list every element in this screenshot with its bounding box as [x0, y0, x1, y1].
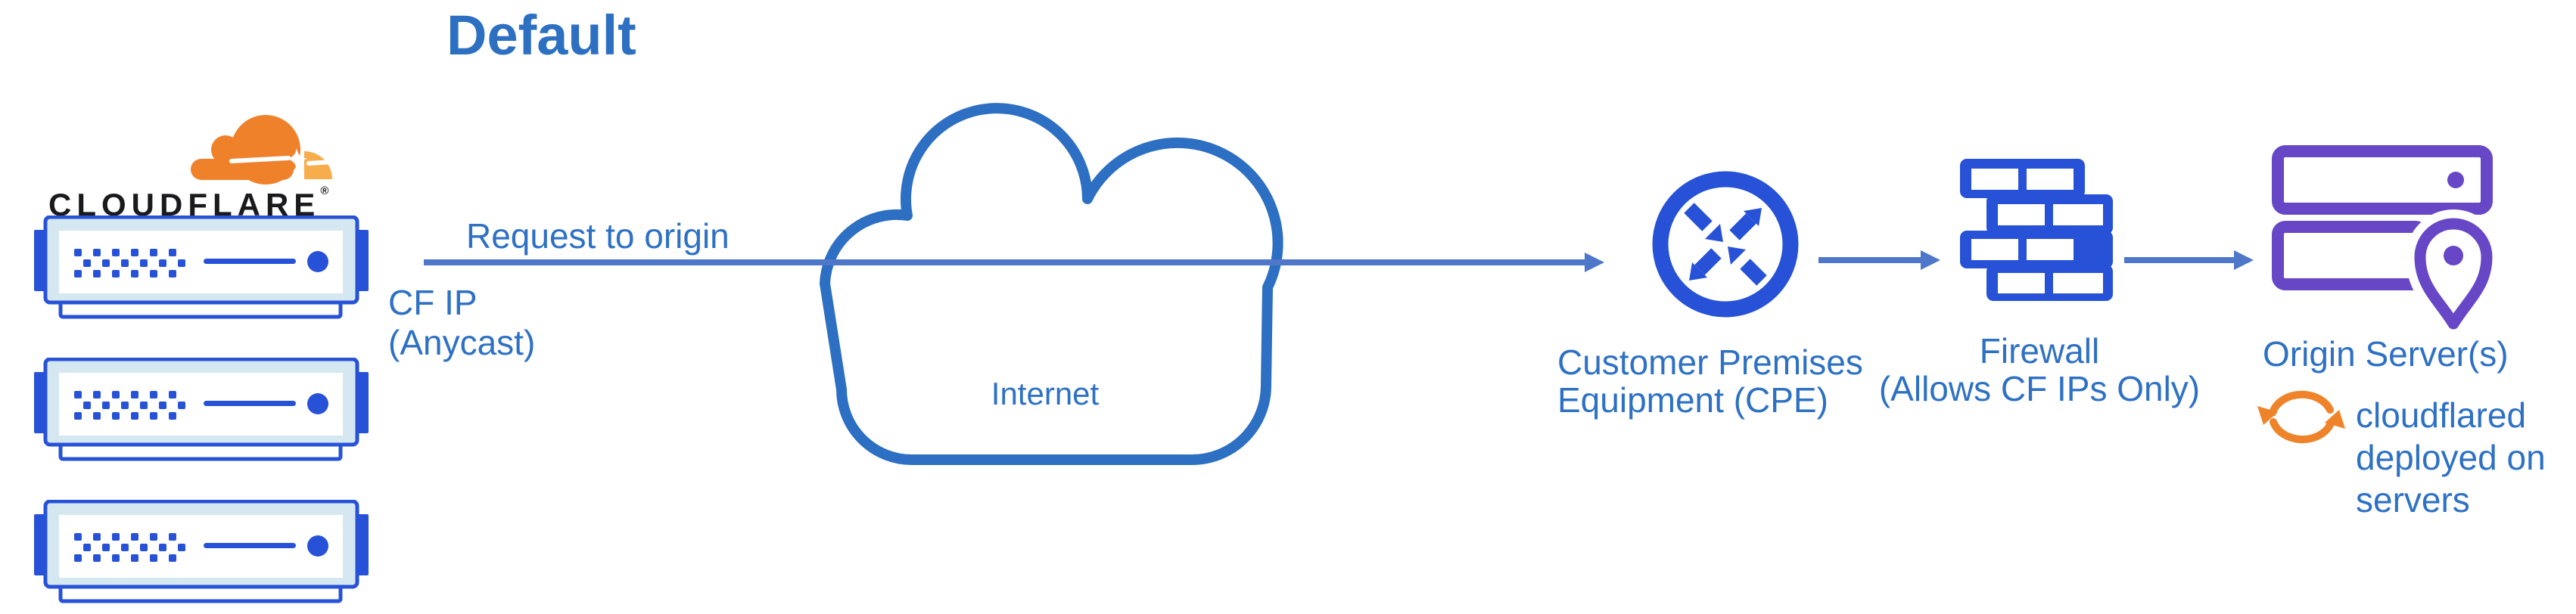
cpe-caption: Customer Premises Equipment (CPE) [1557, 343, 1863, 419]
cpe-to-firewall-arrowhead-icon [1921, 250, 1940, 270]
page-title: Default [446, 4, 636, 67]
origin-servers-pin-icon [2272, 145, 2501, 338]
firewall-caption-line1: Firewall [1979, 331, 2100, 371]
cf-ip-anycast-label: CF IP (Anycast) [388, 283, 535, 363]
request-arrowhead-icon [1585, 253, 1604, 272]
request-arrow-label: Request to origin [466, 216, 730, 256]
cpe-caption-line2: Equipment (CPE) [1557, 380, 1828, 420]
cf-ip-line: CF IP [388, 283, 478, 322]
anycast-line: (Anycast) [388, 323, 536, 362]
firewall-caption: Firewall (Allows CF IPs Only) [1877, 332, 2202, 408]
firewall-caption-line2: (Allows CF IPs Only) [1878, 369, 2201, 408]
request-arrow-line [424, 259, 1585, 265]
registered-trademark-mark: ® [320, 185, 329, 197]
cloudflare-server-icon [34, 500, 369, 606]
cloudflared-note-line3: servers [2356, 480, 2470, 519]
firewall-to-origin-line [2124, 257, 2234, 263]
internet-label: Internet [991, 376, 1100, 411]
brick-wall-icon [1960, 159, 2113, 301]
cpe-to-firewall-line [1818, 257, 1921, 263]
cloudflared-note: cloudflared deployed on servers [2356, 394, 2546, 521]
firewall-to-origin-arrowhead-icon [2234, 250, 2254, 270]
cpe-caption-line1: Customer Premises [1557, 343, 1863, 382]
router-arrows-icon [1652, 171, 1799, 318]
cloudflare-logo-cloud-icon [191, 115, 335, 185]
cloudflare-server-icon [34, 216, 369, 321]
sync-arrows-icon [2257, 390, 2345, 444]
cloudflare-server-icon [34, 358, 369, 464]
cloud-icon [820, 103, 1283, 465]
origin-caption: Origin Server(s) [2263, 334, 2509, 374]
cloudflared-note-line2: deployed on [2356, 438, 2546, 477]
cloudflared-note-line1: cloudflared [2356, 395, 2527, 435]
